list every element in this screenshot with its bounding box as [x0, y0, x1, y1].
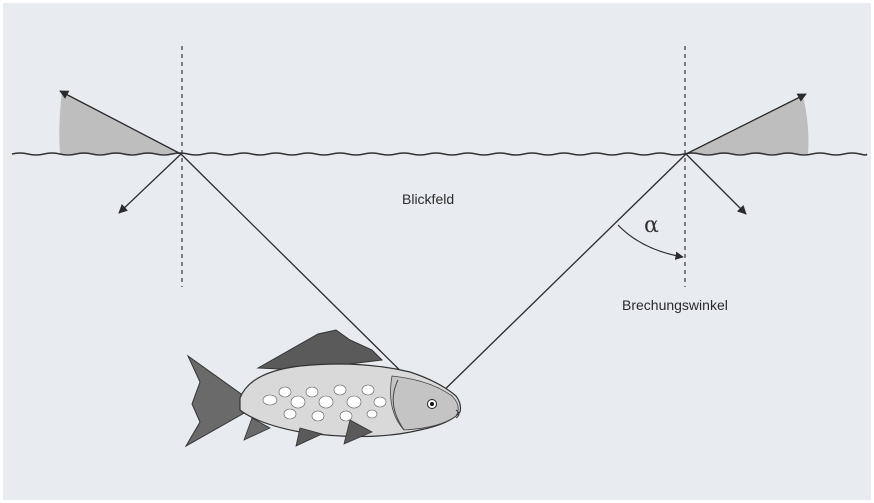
left-reflected-ray-arrow: [119, 154, 181, 213]
angle-alpha-label: α: [644, 213, 659, 238]
refraction-angle-label: Brechungswinkel: [622, 297, 728, 313]
carp-fish-illustration: [186, 330, 461, 446]
field-of-view-label: Blickfeld: [402, 191, 454, 207]
right-sight-ray: [432, 154, 686, 402]
right-reflected-ray-arrow: [686, 154, 746, 214]
